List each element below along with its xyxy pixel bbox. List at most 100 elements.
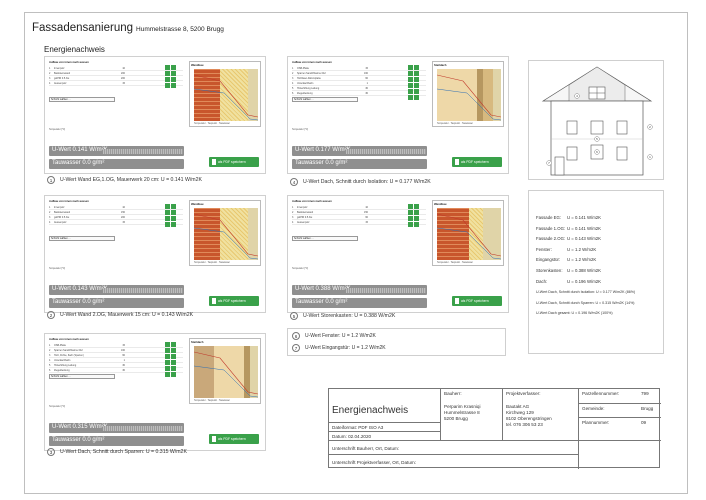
row-action-icon[interactable]: [414, 222, 419, 227]
layer-row[interactable]: 6 Ziegeldeckung 30: [292, 91, 426, 96]
row-action-icon[interactable]: [165, 77, 170, 82]
row-action-icon[interactable]: [414, 95, 419, 100]
save-pdf-button[interactable]: als PDF speichern: [209, 157, 259, 167]
layer-row[interactable]: 4 Aussenputz 15: [292, 220, 426, 225]
row-action-icon[interactable]: [171, 216, 176, 221]
row-action-icon[interactable]: [165, 354, 170, 359]
row-action-icon[interactable]: [171, 77, 176, 82]
layer-row[interactable]: 1 Innenputz 10: [49, 66, 183, 71]
row-action-icon[interactable]: [414, 65, 419, 70]
row-action-icon[interactable]: [171, 372, 176, 377]
row-action-icon[interactable]: [408, 83, 413, 88]
row-action-icon[interactable]: [165, 216, 170, 221]
layer-select[interactable]: Schicht wählen ...: [49, 374, 115, 379]
layer-row[interactable]: 5 Hinterlüftung Lattung 30: [292, 86, 426, 91]
layer-row[interactable]: 4 Unterdachbahn 1: [292, 81, 426, 86]
row-action-icon[interactable]: [165, 372, 170, 377]
chart-area: [194, 346, 258, 398]
row-action-icon[interactable]: [408, 77, 413, 82]
row-action-icon[interactable]: [165, 366, 170, 371]
row-action-icon[interactable]: [171, 210, 176, 215]
layer-row[interactable]: 1 Innenputz 10: [49, 205, 183, 210]
layer-material: Hinterlüftung Lattung: [297, 86, 320, 90]
row-action-icon[interactable]: [408, 71, 413, 76]
row-action-icon[interactable]: [414, 83, 419, 88]
row-action-icon[interactable]: [165, 348, 170, 353]
row-action-icon[interactable]: [165, 65, 170, 70]
tb-date: Datum: 02.04.2020: [332, 434, 372, 439]
layer-select[interactable]: Schicht wählen ...: [292, 97, 358, 102]
layer-row[interactable]: 2 Backsteinwand 150: [292, 210, 426, 215]
layer-select[interactable]: Schicht wählen ...: [49, 236, 115, 241]
row-action-icon[interactable]: [414, 89, 419, 94]
condensation-text: Tauwasser 0.0 g/m²: [52, 437, 105, 443]
row-action-icon[interactable]: [408, 222, 413, 227]
row-action-icon[interactable]: [171, 360, 176, 365]
uvalue-panel: Aufbau von innen nach aussen 1 Innenputz…: [287, 195, 509, 313]
value-text: U-Wert Dach gesamt: U = 0.196 W/m2K (100…: [536, 311, 613, 316]
row-action-icon[interactable]: [171, 204, 176, 209]
save-pdf-button[interactable]: als PDF speichern: [209, 296, 259, 306]
save-pdf-button[interactable]: als PDF speichern: [209, 434, 259, 444]
row-action-icon[interactable]: [165, 342, 170, 347]
layer-row[interactable]: 6 Ziegeldeckung 30: [49, 368, 183, 373]
layer-row[interactable]: 4 Unterdachbahn 1: [49, 358, 183, 363]
value-label: Fenster:: [536, 246, 552, 252]
layer-row[interactable]: 5 Hinterlüftung Lattung 30: [49, 363, 183, 368]
row-action-icon[interactable]: [165, 360, 170, 365]
row-action-icon[interactable]: [165, 210, 170, 215]
layer-row[interactable]: 3 gulPIR 0.5 Alu 60: [292, 215, 426, 220]
row-action-icon[interactable]: [414, 216, 419, 221]
title-block: Energienachweis Dateiformat: PDF ISO A3 …: [328, 388, 661, 469]
row-action-icon[interactable]: [165, 222, 170, 227]
layer-row[interactable]: 3 gulPIR 0.5 Alu 200: [49, 76, 183, 81]
row-action-icon[interactable]: [165, 204, 170, 209]
layer-number: 2: [49, 348, 51, 352]
row-action-icon[interactable]: [408, 95, 413, 100]
values-summary-box: [528, 190, 664, 354]
row-action-icon[interactable]: [414, 210, 419, 215]
layer-thickness: 15: [365, 66, 368, 70]
save-pdf-button[interactable]: als PDF speichern: [452, 296, 502, 306]
layer-row[interactable]: 2 Sparren Sandriffvarme 042 160: [292, 71, 426, 76]
row-action-icon[interactable]: [408, 216, 413, 221]
brick-layer: [437, 208, 469, 260]
value-line: U-Wert Dach, Schnitt durch Sparren: U = …: [536, 298, 635, 309]
row-action-icon[interactable]: [171, 354, 176, 359]
layer-row[interactable]: 2 Sparren Sandriffvarme 042 160: [49, 348, 183, 353]
row-action-icon[interactable]: [171, 348, 176, 353]
row-action-icon[interactable]: [408, 65, 413, 70]
layer-row[interactable]: 1 OSB-Platte 15: [292, 66, 426, 71]
row-action-icon[interactable]: [171, 342, 176, 347]
row-action-icon[interactable]: [165, 71, 170, 76]
row-action-icon[interactable]: [165, 83, 170, 88]
tb-verfasser-line: 8102 Oberengstringen: [506, 416, 552, 421]
row-action-buttons: [165, 204, 179, 228]
layer-row[interactable]: 4 Aussenputz 15: [49, 81, 183, 86]
layer-row[interactable]: 1 Innenputz 10: [292, 205, 426, 210]
row-action-icon[interactable]: [414, 204, 419, 209]
layer-select[interactable]: Schicht wählen ...: [292, 236, 358, 241]
row-action-icon[interactable]: [171, 222, 176, 227]
layer-row[interactable]: 2 Backsteinwand 200: [49, 71, 183, 76]
layer-row[interactable]: 3 Holzfaser-Dämmplatte 60: [292, 76, 426, 81]
layer-thickness: 1: [123, 358, 125, 362]
row-action-icon[interactable]: [408, 204, 413, 209]
layer-select[interactable]: Schicht wählen ...: [49, 97, 115, 102]
row-action-buttons: [408, 65, 422, 101]
row-action-icon[interactable]: [408, 89, 413, 94]
layer-row[interactable]: 2 Backsteinwand 150: [49, 210, 183, 215]
row-action-icon[interactable]: [171, 366, 176, 371]
layer-row[interactable]: 3 gulPIR 0.5 Alu 200: [49, 215, 183, 220]
layer-row[interactable]: 3 Holz, Fichte, flach (Sparren) 60: [49, 353, 183, 358]
row-action-icon[interactable]: [414, 71, 419, 76]
row-action-icon[interactable]: [171, 71, 176, 76]
row-action-icon[interactable]: [171, 65, 176, 70]
house-elevation-drawing: 4 2 5 1 6 7: [541, 66, 653, 176]
row-action-icon[interactable]: [408, 210, 413, 215]
row-action-icon[interactable]: [414, 77, 419, 82]
layer-row[interactable]: 4 Aussenputz 15: [49, 220, 183, 225]
save-pdf-button[interactable]: als PDF speichern: [452, 157, 502, 167]
layer-row[interactable]: 1 OSB-Platte 15: [49, 343, 183, 348]
row-action-icon[interactable]: [171, 83, 176, 88]
